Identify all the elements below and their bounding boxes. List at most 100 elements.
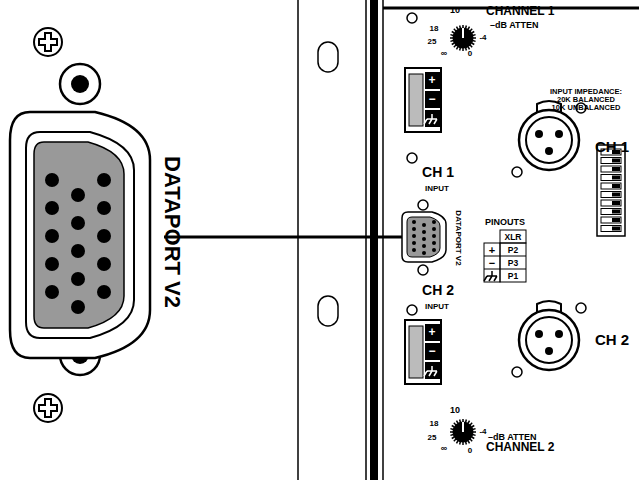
pointer (462, 28, 464, 38)
panel-label: + (428, 74, 435, 86)
pin (432, 220, 436, 224)
pin (97, 201, 111, 215)
pin (97, 173, 111, 187)
xlr-face (526, 117, 572, 163)
dip-slot (601, 175, 621, 181)
pin (422, 237, 426, 241)
xlr-shell (519, 310, 579, 370)
pin (555, 330, 563, 338)
panel-label: 25 (428, 434, 437, 442)
panel-label: 10 (450, 6, 460, 15)
pin (45, 229, 59, 243)
pin (412, 248, 416, 252)
knob (453, 28, 474, 49)
pin (71, 216, 85, 230)
pin (97, 285, 111, 299)
panel-label: 10K UNBALANCED (552, 104, 621, 112)
panel-label: INPUT (425, 303, 449, 311)
dip-slot (601, 166, 621, 172)
pin (71, 300, 85, 314)
panel-label: 10 (450, 406, 460, 415)
panel-label: CHANNEL 1 (486, 5, 554, 17)
pin (45, 173, 59, 187)
panel-label: ∞ (441, 444, 447, 453)
dip-lever (612, 210, 620, 214)
dip-slot (601, 192, 621, 198)
pin (45, 257, 59, 271)
panel-label: P3 (508, 259, 518, 268)
panel-label: − (428, 93, 435, 105)
pin (432, 241, 436, 245)
panel-label: 25 (428, 38, 437, 46)
panel-label: + (489, 245, 495, 256)
xlr-face (526, 317, 572, 363)
pin (555, 130, 563, 138)
pointer (462, 422, 464, 432)
panel-label: CH 2 (422, 283, 454, 297)
panel-label: INPUT IMPEDANCE: (550, 88, 622, 96)
pin (97, 229, 111, 243)
pin (422, 251, 426, 255)
dip-slot (601, 226, 621, 232)
pin (535, 130, 543, 138)
panel-label: ∞ (441, 49, 447, 58)
panel-label: DATAPORT V2 (161, 156, 183, 308)
dip-lever (612, 218, 620, 222)
panel-label: 0 (468, 50, 472, 58)
pin (71, 244, 85, 258)
pin (97, 257, 111, 271)
dip-slot (601, 183, 621, 189)
pin (432, 227, 436, 231)
dip-lever (612, 176, 620, 180)
panel-label: P1 (508, 272, 518, 281)
screw (512, 367, 522, 377)
pin (412, 220, 416, 224)
panel-label: CH 2 (595, 332, 629, 347)
panel-label: − (428, 345, 435, 357)
dip-lever (612, 184, 620, 188)
dip-slot (601, 217, 621, 223)
panel-label: CHANNEL 2 (486, 441, 554, 453)
pin (412, 241, 416, 245)
pin (412, 227, 416, 231)
screw (512, 167, 522, 177)
pin (422, 244, 426, 248)
panel-label: P2 (508, 246, 518, 255)
pin (422, 223, 426, 227)
pin (45, 285, 59, 299)
pin (71, 272, 85, 286)
dip-lever (612, 201, 620, 205)
panel-label: 0 (468, 447, 472, 455)
pin (535, 330, 543, 338)
panel-label: + (428, 326, 435, 338)
dip-lever (612, 159, 620, 163)
panel-label: − (489, 258, 495, 269)
panel-label: XLR (505, 233, 522, 242)
panel-label: DATAPORT V2 (454, 210, 462, 265)
pin (412, 234, 416, 238)
pin (422, 230, 426, 234)
pin (71, 188, 85, 202)
panel-label: 18 (430, 420, 439, 428)
screw (576, 303, 586, 313)
panel-label: INPUT (425, 185, 449, 193)
panel-label: 20K BALANCED (557, 96, 615, 104)
pin (432, 234, 436, 238)
panel-label: 18 (430, 25, 439, 33)
dip-lever (612, 227, 620, 231)
dip-lever (612, 167, 620, 171)
pin (545, 147, 553, 155)
pin (432, 248, 436, 252)
panel-label: –dB ATTEN (490, 21, 539, 30)
dip-slot (601, 200, 621, 206)
panel-label: PINOUTS (485, 218, 525, 227)
panel-label: CH 1 (595, 139, 629, 154)
panel-label: -4 (479, 428, 486, 436)
dip-slot (601, 209, 621, 215)
dip-lever (612, 193, 620, 197)
pin (45, 201, 59, 215)
panel-label: CH 1 (422, 165, 454, 179)
xlr-shell (519, 110, 579, 170)
